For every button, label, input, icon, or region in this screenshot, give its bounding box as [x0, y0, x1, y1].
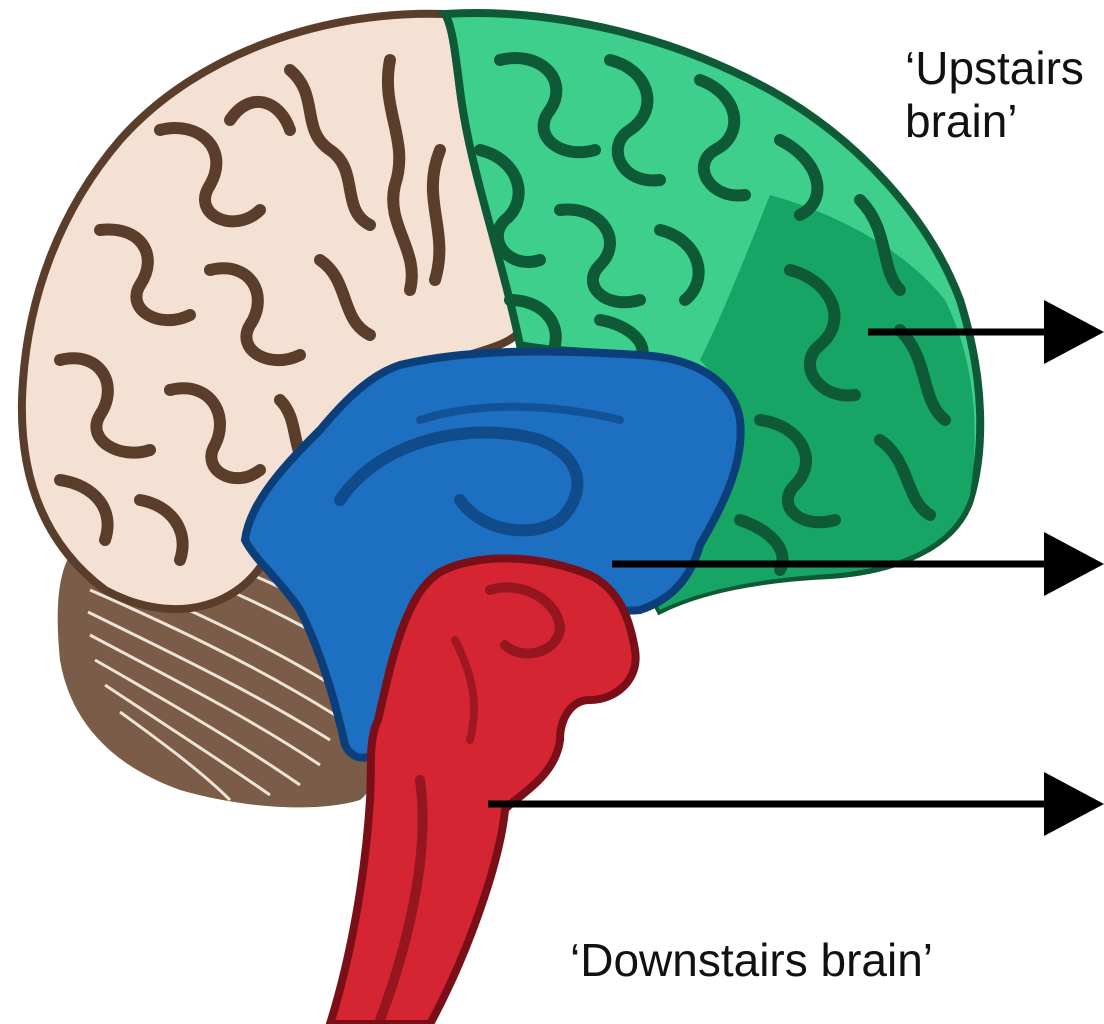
middle-arrow-head [1044, 532, 1104, 596]
upstairs-brain-label: ‘Upstairs brain’ [905, 42, 1095, 148]
lower-arrow-head [1044, 772, 1104, 836]
upper-arrow-head [1044, 300, 1104, 364]
downstairs-brain-label: ‘Downstairs brain’ [570, 934, 933, 987]
